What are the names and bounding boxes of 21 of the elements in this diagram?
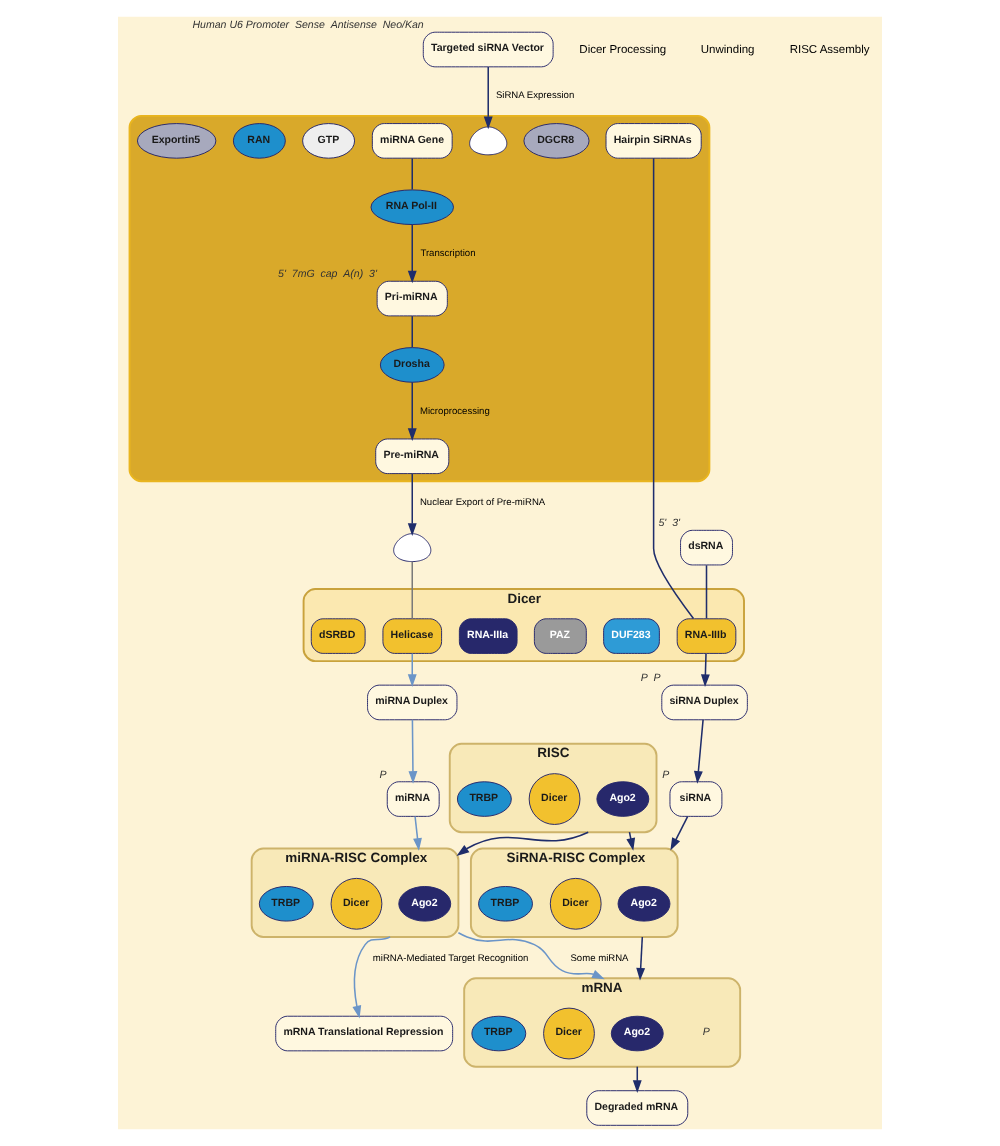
- connector: [411, 560, 413, 620]
- arrow: [693, 719, 704, 784]
- connector: [411, 315, 413, 348]
- arrow: [670, 815, 689, 851]
- arrow: [407, 472, 417, 536]
- arrow: [456, 831, 589, 856]
- node-picture: [469, 126, 508, 156]
- connector: [652, 157, 695, 620]
- arrow: [407, 223, 417, 284]
- arrow: [407, 381, 417, 442]
- node-picture: [393, 533, 432, 563]
- connector: [705, 564, 708, 620]
- arrow: [407, 652, 417, 688]
- arrow: [636, 936, 646, 981]
- arrow: [700, 652, 710, 688]
- arrow: [457, 931, 605, 980]
- arrow: [413, 815, 422, 851]
- arrow: [483, 66, 493, 130]
- arrow: [352, 936, 391, 1019]
- connector: [411, 157, 413, 191]
- arrow: [408, 719, 418, 784]
